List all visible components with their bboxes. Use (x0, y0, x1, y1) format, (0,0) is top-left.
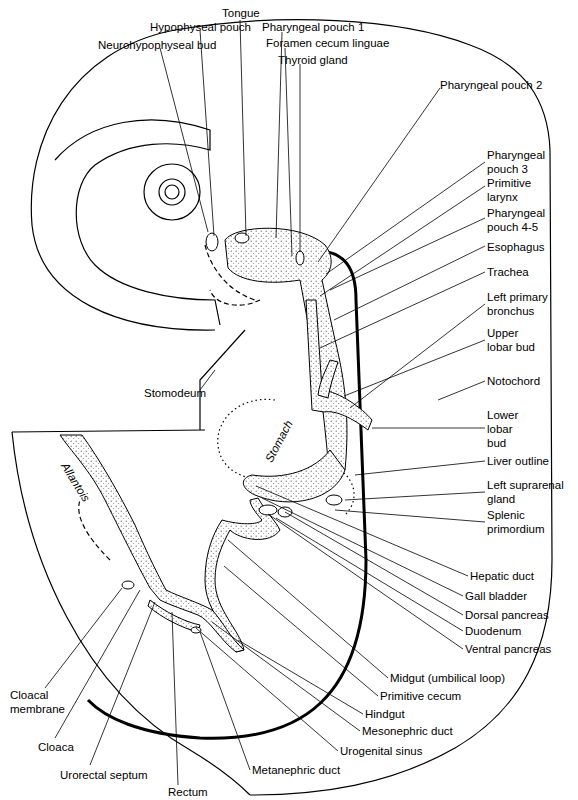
part-label: Thyroid gland (278, 53, 348, 67)
part-label: Cloacal membrane (10, 688, 70, 716)
part-label: Tongue (222, 6, 260, 20)
part-label: Ventral pancreas (465, 642, 551, 656)
part-label: Mesonephric duct (362, 724, 453, 738)
part-label: Notochord (487, 374, 540, 388)
part-label: Hepatic duct (470, 569, 534, 583)
part-label: Pharyngeal pouch 1 (262, 20, 364, 34)
part-label: Foramen cecum linguae (266, 36, 389, 50)
part-label: Primitive cecum (380, 689, 461, 703)
part-label: Hypophyseal pouch (150, 20, 251, 34)
part-label: Pharyngeal pouch 2 (440, 78, 542, 92)
part-label: Cloaca (38, 740, 74, 754)
inline-organ-label: Stomach (262, 418, 296, 465)
part-label: Dorsal pancreas (465, 608, 549, 622)
part-label: Metanephric duct (252, 763, 340, 777)
part-label: Stomodeum (144, 386, 206, 400)
part-label: Duodenum (465, 624, 521, 638)
part-label: Lower lobar bud (487, 408, 527, 450)
part-label: Left suprarenal gland (487, 478, 575, 506)
part-label: Upper lobar bud (487, 326, 543, 354)
part-label: Gall bladder (465, 589, 527, 603)
part-label: Pharyngeal pouch 3 (487, 148, 551, 176)
part-label: Urorectal septum (60, 768, 148, 782)
part-label: Trachea (487, 265, 529, 279)
part-label: Urogenital sinus (340, 744, 422, 758)
part-label: Left primary bronchus (487, 290, 567, 318)
part-label: Neurohypophyseal bud (98, 38, 216, 52)
part-label: Pharyngeal pouch 4-5 (487, 206, 551, 234)
part-label: Splenic primordium (487, 508, 557, 536)
part-label: Midgut (umbilical loop) (390, 671, 505, 685)
part-label: Hindgut (365, 707, 405, 721)
part-label: Rectum (168, 785, 208, 799)
part-label: Esophagus (487, 240, 545, 254)
part-label: Liver outline (487, 454, 549, 468)
part-label: Primitive larynx (487, 176, 551, 204)
